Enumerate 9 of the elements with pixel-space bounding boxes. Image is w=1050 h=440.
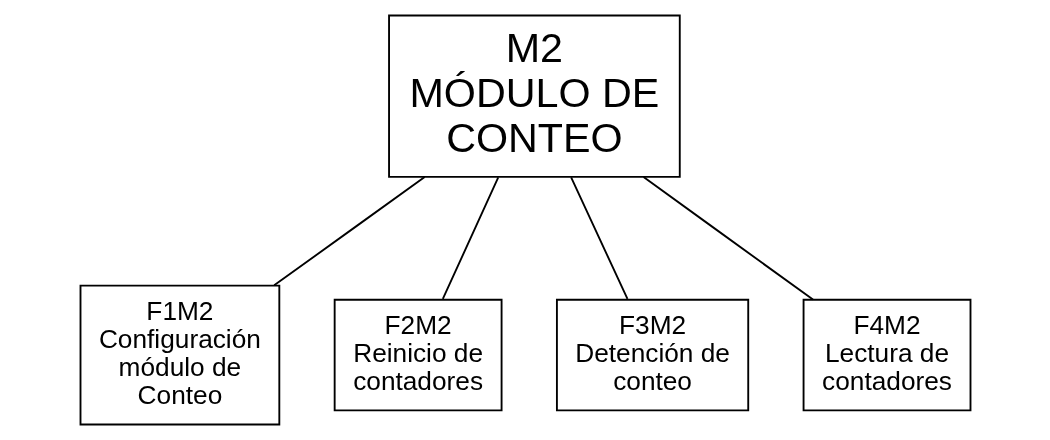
node-box: F3M2 Detención de conteo xyxy=(555,298,749,412)
connector xyxy=(441,176,499,300)
connector xyxy=(272,176,426,287)
node-box: M2 MÓDULO DE CONTEO xyxy=(387,14,681,178)
connector xyxy=(642,176,814,301)
node-box: F2M2 Reinicio de contadores xyxy=(333,298,503,412)
connector xyxy=(569,176,628,300)
node-box: F4M2 Lectura de contadores xyxy=(802,298,971,412)
node-box: F1M2 Configuración módulo de Conteo xyxy=(79,284,280,426)
